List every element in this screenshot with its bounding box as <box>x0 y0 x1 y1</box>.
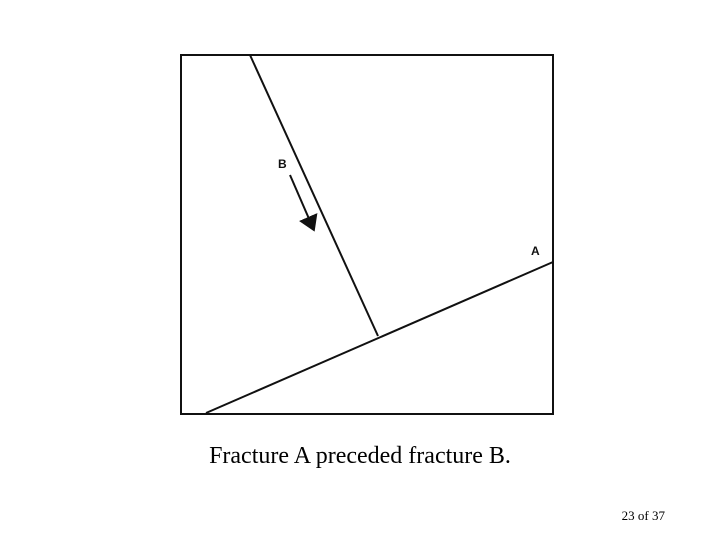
fracture-b-label: B <box>278 157 287 171</box>
caption: Fracture A preceded fracture B. <box>209 443 511 469</box>
page-indicator: 23 of 37 <box>621 508 665 523</box>
fracture-a-label: A <box>531 244 540 258</box>
diagram-frame <box>180 54 554 415</box>
fracture-a-line <box>205 261 554 414</box>
fracture-b-line <box>249 54 379 337</box>
slip-arrow-icon <box>289 174 318 232</box>
